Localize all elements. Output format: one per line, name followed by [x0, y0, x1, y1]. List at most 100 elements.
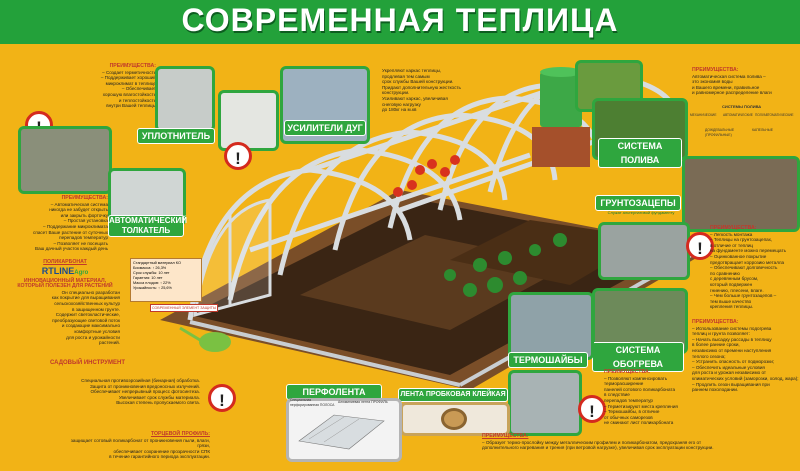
polikarbonat-line: Он специально разработан — [61, 289, 120, 295]
rtline-logo-suffix: Agro — [74, 269, 89, 276]
poliv-system-item: ДОЖДЕВАЛЬНЫЕ — [705, 128, 735, 132]
poliv-system-item: АВТОМАТИЧЕСКИЕ — [723, 113, 753, 117]
grunto-subtitle: Служат альтернативой фундаменту — [607, 210, 675, 215]
perfolenta-caption: Специальная перфорированная ПОЛОСА — [290, 398, 335, 407]
tolkatel-head: ПРЕИМУЩЕСТВА: — [61, 195, 108, 201]
sadovy-line: Защита от проникновения вредоносных излу… — [90, 383, 200, 389]
tomatoes — [393, 155, 460, 197]
base-profile — [189, 320, 461, 387]
tolkatel-line: спасет Ваше растение от суточных — [33, 229, 108, 235]
sadovy-line: Специальная противоэрозийная (бинарная) … — [81, 378, 200, 383]
sadovy-line: Увеличивает срок службы материала. — [118, 394, 200, 400]
uplotnitel-line: – Поддерживает хороший — [100, 75, 156, 81]
termoshaiby-line: – Герметизируют места крепления — [604, 403, 678, 409]
poliv-panel: ПРЕИМУЩЕСТВА: Автоматическая система пол… — [692, 67, 796, 96]
grunto-line: – Легкость монтажа — [710, 231, 753, 237]
tolkatel-line: или закрыть форточку — [60, 212, 108, 218]
usiliteli-panel: Укрепляют каркас теплицы, продлевая тем … — [382, 68, 492, 113]
lenta-line: – Образует термо-прослойку между металли… — [482, 439, 702, 445]
perfolenta-head: ТОРЦЕВОЙ ПРОФИЛЬ: — [150, 431, 210, 437]
uplotnitel-photo — [155, 66, 215, 132]
uplotnitel-label: УПЛОТНИТЕЛЬ — [137, 128, 215, 144]
sadovy-label: САДОВЫЙ ИНСТРУМЕНТ — [50, 360, 126, 366]
warning-icon: ! — [686, 232, 714, 260]
poliv-line: Автоматическая система полива – — [692, 73, 766, 79]
grunto-line: гниению, плесени, влаге. — [710, 287, 764, 293]
uplotnitel-head: ПРЕИМУЩЕСТВА: — [109, 63, 156, 69]
uplotnitel-line: и теплостойкость — [118, 97, 156, 103]
rtline-logo-text: RTLINE — [41, 265, 75, 276]
polikarbonat-line: для роста и урожайности — [66, 334, 120, 340]
termoshaiby-line: панелей сотового поликарбоната — [604, 386, 676, 392]
termoshaiby-line: – Позволяют компенсировать — [604, 375, 668, 381]
polikarbonat-line: Содержит светокластические, — [55, 312, 120, 318]
infobox-line: Биомасса: ↑ 26,3% — [133, 266, 167, 270]
infobox-line: Стандартный материал КО — [133, 261, 181, 265]
grunto-line: – Обеспечивают долговечность — [710, 265, 778, 271]
poliv-line: и Вашего времени, правильное — [692, 84, 760, 90]
page-title: СОВРЕМЕННАЯ ТЕПЛИЦА — [181, 2, 619, 38]
usiliteli-line: снеговую нагрузку — [382, 101, 421, 107]
polikarbonat-infobox: Стандартный материал КО Биомасса: ↑ 26,3… — [130, 258, 202, 302]
uplotnitel-line: микроклимат в теплице — [105, 80, 156, 86]
warning-icon: ! — [208, 384, 236, 412]
lenta-line: дополнительного нагревания и трения (при… — [482, 445, 714, 451]
lenta-head: ПРЕИМУЩЕСТВА: — [482, 433, 529, 439]
termoshaiby-label: ТЕРМОШАЙБЫ — [508, 352, 588, 368]
watering-can-icon — [179, 326, 231, 352]
obogrev-line: теплиц и грунта позволяет: — [692, 331, 750, 337]
obogrev-head: ПРЕИМУЩЕСТВА: — [692, 319, 739, 325]
sadovy-panel: Специальная противоэрозийная (бинарная) … — [50, 378, 200, 406]
usiliteli-line: конструкции. — [382, 90, 410, 96]
perfolenta-caption: Алюминиевая лента ПРОФИЛЬ — [338, 400, 388, 404]
infobox-line: Срок службы: 10 лет — [133, 271, 170, 275]
poliv-line: и равномерное распределение влаги — [692, 90, 772, 96]
seal-photo — [218, 90, 279, 151]
uplotnitel-line: – Создает герметичность — [102, 69, 156, 75]
grunto-line: который подвержен — [710, 281, 753, 287]
lenta-photo — [400, 402, 510, 436]
polikarbonat-line: комфортные условия — [74, 328, 120, 334]
usiliteli-line: до 180кг на м.кв — [382, 107, 417, 113]
grunto-photo-2 — [598, 222, 690, 280]
warning-icon: ! — [224, 142, 252, 170]
obogrev-line: для роста и урожая независимо от — [692, 370, 767, 376]
infobox-line: Масса плодов: ↑ 22% — [133, 281, 171, 285]
uplotnitel-line: хорошую влагостойкость — [102, 91, 156, 97]
termoshaiby-line: в следствие — [604, 392, 630, 398]
uplotnitel-line: внутри Вашей теплицы — [106, 103, 156, 109]
lenta-label: ЛЕНТА ПРОБКОВАЯ КЛЕЙКАЯ — [398, 388, 508, 402]
sadovy-line: Высокая степень пропускаемого света. — [116, 400, 200, 406]
plants — [444, 233, 567, 297]
grunto-line: – Чем больше грунтозацепов – — [710, 293, 777, 299]
tolkatel-line: – Простая установка — [63, 218, 108, 224]
grunto-photo-1 — [682, 156, 800, 232]
polikarbonat-line: и создающие максимально — [61, 323, 120, 329]
poliv-head: ПРЕИМУЩЕСТВА: — [692, 67, 739, 73]
grunto-panel: ПРЕИМУЩЕСТВА: – Легкость монтажа – Тепли… — [710, 225, 798, 310]
tolkatel-line: никогда не забудет открыть — [49, 207, 108, 213]
grunto-label: ГРУНТОЗАЦЕПЫ — [595, 195, 681, 211]
obogrev-line: теплого сезона; — [692, 353, 726, 359]
polikarbonat-line: растений. — [99, 340, 120, 346]
termoshaiby-line: терморасширение — [604, 381, 644, 387]
obogrev-line: – Начать высадку рассады в теплицу — [692, 336, 772, 342]
termoshaiby-photo — [508, 292, 594, 360]
polikarbonat-line: сельскохозяйственных культур — [54, 300, 120, 306]
perfolenta-sketch — [298, 414, 385, 450]
usiliteli-label: УСИЛИТЕЛИ ДУГ — [284, 120, 366, 136]
termoshaiby-line: перепадов температур — [604, 397, 653, 403]
polikarbonat-line: КОТОРЫЙ ПОЛЕЗЕН ДЛЯ РАСТЕНИЙ — [17, 283, 113, 290]
perfolenta-line: обеспечивает сохранение прозрачности СПК — [113, 448, 210, 454]
termoshaiby-line: – Термошайбы, в отличие — [604, 409, 660, 415]
termoshaiby-line: не сминают лист поликарбоната — [604, 420, 674, 426]
termoshaiby-panel: ПРЕИМУЩЕСТВА: – Позволяют компенсировать… — [604, 369, 698, 426]
grunto-line: на фундаменте можно перемещать — [710, 248, 786, 254]
obogrev-label: СИСТЕМА ОБОГРЕВА — [592, 342, 684, 372]
grunto-line: в отличие от теплиц — [710, 242, 754, 248]
grunto-line: с деревянным брусом, — [710, 276, 759, 282]
usiliteli-line: Придают дополнительную жесткость — [382, 84, 461, 90]
usiliteli-line: срок службы Вашей конструкции. — [382, 79, 454, 85]
uplotnitel-line: – Обеспечивает — [121, 86, 156, 92]
grunto-line: крепления теплицы. — [710, 304, 754, 310]
